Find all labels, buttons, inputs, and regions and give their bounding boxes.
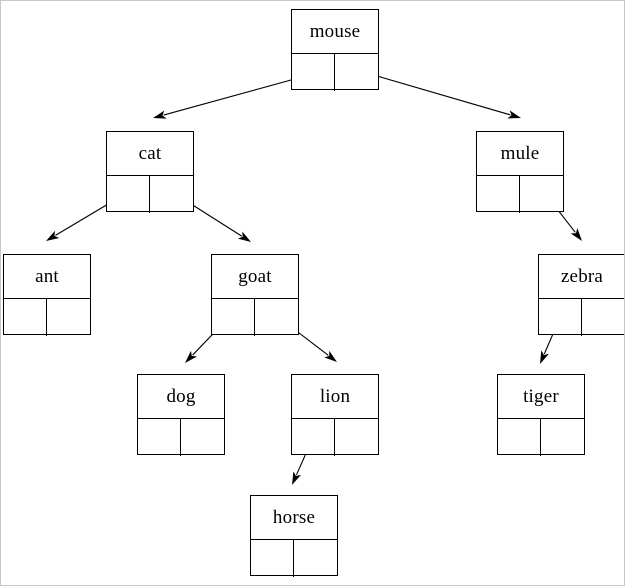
edge-arrowhead-goat-to-dog (185, 350, 198, 363)
left-pointer-cell-zebra (539, 299, 582, 336)
right-pointer-cell-cat (150, 176, 193, 213)
right-pointer-cell-horse (294, 540, 337, 577)
tree-node-tiger: tiger (497, 374, 585, 456)
tree-node-mule: mule (476, 131, 564, 213)
node-pointers-mule (477, 176, 563, 213)
right-pointer-cell-goat (255, 299, 298, 336)
node-label-lion: lion (292, 375, 378, 419)
tree-node-dog: dog (137, 374, 225, 456)
node-pointers-horse (251, 540, 337, 577)
tree-node-zebra: zebra (538, 254, 624, 336)
node-pointers-mouse (292, 54, 378, 91)
node-pointers-cat (107, 176, 193, 213)
tree-node-lion: lion (291, 374, 379, 456)
node-pointers-dog (138, 419, 224, 456)
left-pointer-cell-lion (292, 419, 335, 456)
left-pointer-cell-goat (212, 299, 255, 336)
node-pointers-goat (212, 299, 298, 336)
node-label-cat: cat (107, 132, 193, 176)
node-pointers-zebra (539, 299, 624, 336)
node-label-horse: horse (251, 496, 337, 540)
right-pointer-cell-tiger (541, 419, 584, 456)
edge-arrowhead-mouse-to-cat (153, 110, 167, 119)
edge-arrowhead-goat-to-lion (324, 350, 337, 362)
right-pointer-cell-ant (47, 299, 90, 336)
node-label-goat: goat (212, 255, 298, 299)
left-pointer-cell-ant (4, 299, 47, 336)
edge-arrowhead-mouse-to-mule (507, 110, 521, 119)
node-label-dog: dog (138, 375, 224, 419)
node-pointers-ant (4, 299, 90, 336)
tree-node-cat: cat (106, 131, 194, 213)
tree-node-mouse: mouse (291, 9, 379, 91)
node-label-tiger: tiger (498, 375, 584, 419)
node-label-zebra: zebra (539, 255, 624, 299)
node-label-ant: ant (4, 255, 90, 299)
node-pointers-lion (292, 419, 378, 456)
left-pointer-cell-tiger (498, 419, 541, 456)
right-pointer-cell-zebra (582, 299, 624, 336)
node-label-mule: mule (477, 132, 563, 176)
left-pointer-cell-mouse (292, 54, 335, 91)
right-pointer-cell-lion (335, 419, 378, 456)
right-pointer-cell-dog (181, 419, 224, 456)
edge-arrowhead-zebra-to-tiger (540, 350, 550, 364)
edge-arrowhead-cat-to-ant (46, 230, 60, 241)
left-pointer-cell-mule (477, 176, 520, 213)
tree-node-horse: horse (250, 495, 338, 577)
left-pointer-cell-cat (107, 176, 150, 213)
left-pointer-cell-horse (251, 540, 294, 577)
edge-arrowhead-cat-to-goat (237, 231, 251, 242)
node-label-mouse: mouse (292, 10, 378, 54)
left-pointer-cell-dog (138, 419, 181, 456)
right-pointer-cell-mouse (335, 54, 378, 91)
right-pointer-cell-mule (520, 176, 563, 213)
edge-arrowhead-lion-to-horse (292, 471, 302, 485)
tree-node-ant: ant (3, 254, 91, 336)
node-pointers-tiger (498, 419, 584, 456)
tree-node-goat: goat (211, 254, 299, 336)
edge-arrowhead-mule-to-zebra (570, 228, 582, 241)
